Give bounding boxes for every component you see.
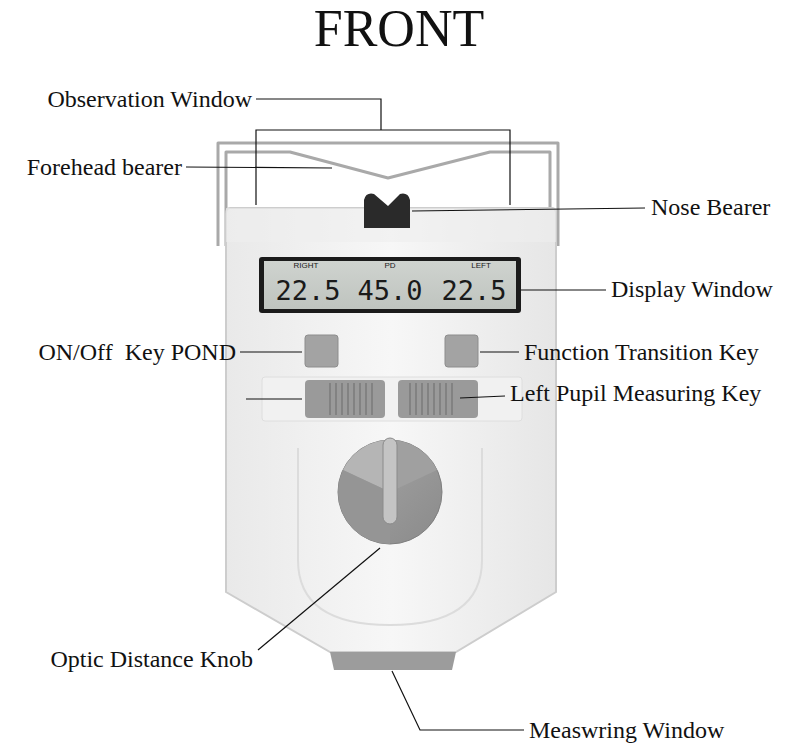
function-key <box>445 335 478 367</box>
lcd-panel <box>264 261 516 309</box>
measuring-window <box>330 652 456 670</box>
device-housing <box>226 208 556 652</box>
callout-label: ON/Off Key POND <box>38 339 236 365</box>
callout-label: Forehead bearer <box>27 154 182 180</box>
display-reading: 22.5 <box>275 276 340 306</box>
display-reading: 45.0 <box>357 276 422 306</box>
callout-label: Nose Bearer <box>651 194 770 220</box>
callout-label: Optic Distance Knob <box>50 646 253 672</box>
callout-label: Observation Window <box>47 86 252 112</box>
callout-label: Left Pupil Measuring Key <box>510 380 761 406</box>
right-pupil-key <box>305 380 385 418</box>
optic-distance-knob <box>338 438 442 544</box>
display-caption: PD <box>384 262 395 271</box>
callout-label: Display Window <box>611 276 773 302</box>
display-reading: 22.5 <box>441 276 506 306</box>
on-off-key <box>305 335 338 367</box>
callout-label: Measwring Window <box>529 717 724 743</box>
display-frame <box>259 257 521 313</box>
forehead-bearer-wire <box>218 143 558 246</box>
display-caption: RIGHT <box>294 262 319 271</box>
nose-bearer <box>364 194 410 228</box>
left-pupil-key <box>398 380 478 418</box>
display-caption: LEFT <box>471 262 491 271</box>
figure-title: FRONT <box>314 0 484 57</box>
leader-lines <box>186 99 645 730</box>
callout-label: Function Transition Key <box>524 339 759 365</box>
